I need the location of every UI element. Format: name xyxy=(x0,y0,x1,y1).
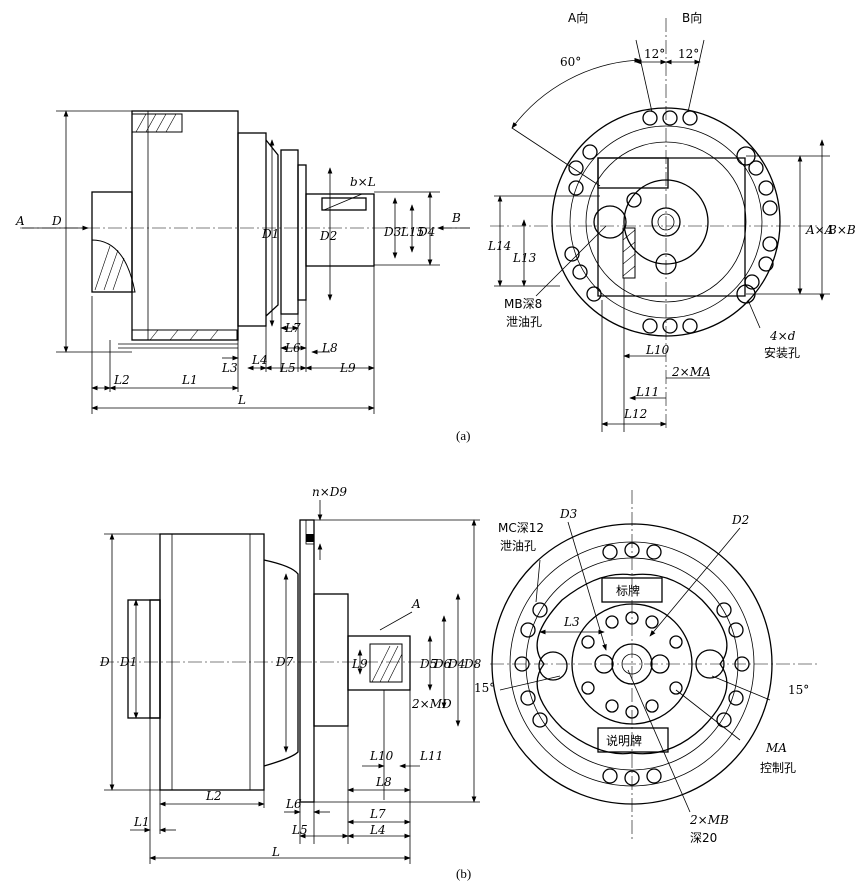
angle-15-right: 15° xyxy=(788,683,809,697)
mc-depth-note: MC深12 xyxy=(498,521,544,535)
drain-hole-note-a: 泄油孔 xyxy=(506,315,542,329)
dim-D3-b: D3 xyxy=(559,507,578,521)
dim-L6-a: L6 xyxy=(284,341,301,355)
dim-L1-b: L1 xyxy=(133,815,150,829)
dim-BxB: B×B xyxy=(827,223,856,237)
dim-D7-b: D7 xyxy=(275,655,294,669)
md-count-note: 2×MD xyxy=(411,697,452,711)
dim-D: D xyxy=(51,214,62,228)
angle-12-left: 12° xyxy=(644,47,665,61)
dim-D4-a: D4 xyxy=(417,225,435,239)
angle-12-right: 12° xyxy=(678,47,699,61)
angle-60: 60° xyxy=(560,55,581,69)
dim-L14-a: L14 xyxy=(487,239,511,253)
mount-hole-note: 安装孔 xyxy=(764,345,800,360)
dim-L7-b: L7 xyxy=(369,807,386,821)
key-label: b×L xyxy=(350,175,376,189)
view-a-title: A向 xyxy=(568,10,588,25)
dim-L4-b: L4 xyxy=(369,823,386,837)
label-A-b: A xyxy=(411,597,421,611)
figure-a-end-view xyxy=(490,18,830,432)
dim-L5-b: L5 xyxy=(291,823,308,837)
caption-b: (b) xyxy=(456,866,471,881)
drain-hole-note-b: 泄油孔 xyxy=(500,539,536,553)
dim-L6-b: L6 xyxy=(285,797,302,811)
dim-D8-b: D8 xyxy=(463,657,482,671)
bolt-holes-b-inner xyxy=(581,611,683,719)
dim-L7-a: L7 xyxy=(284,321,301,335)
dim-L10-b: L10 xyxy=(369,749,394,763)
manual-plate: 说明牌 xyxy=(606,733,642,748)
dim-D4-b: D4 xyxy=(447,657,465,671)
dim-D2-b: D2 xyxy=(731,513,749,527)
figure-b-end-view xyxy=(490,490,820,840)
dim-L9-b: L9 xyxy=(351,657,368,671)
dim-L11-a: L11 xyxy=(635,385,659,399)
dim-nD9: n×D9 xyxy=(312,485,347,499)
ma-label: MA xyxy=(765,741,787,755)
dim-AxA: A×A xyxy=(805,223,834,237)
dim-L2-a: L2 xyxy=(113,373,130,387)
dim-L3-a: L3 xyxy=(221,361,238,375)
mount-count-note: 4×d xyxy=(769,329,796,343)
dim-L13-a: L13 xyxy=(512,251,537,265)
dim-L11-b: L11 xyxy=(419,749,443,763)
mb-count-note: 2×MB xyxy=(689,813,729,827)
dim-D1-b: D1 xyxy=(119,655,137,669)
caption-a: (a) xyxy=(456,428,470,443)
dim-L-b: L xyxy=(271,845,280,859)
depth20-note: 深20 xyxy=(690,831,717,845)
dim-L2-b: L2 xyxy=(205,789,222,803)
dim-D1-a: D1 xyxy=(261,227,279,241)
arrow-b-label: B xyxy=(451,211,461,225)
dim-L3-b: L3 xyxy=(563,615,580,629)
dim-L-a: L xyxy=(237,393,246,407)
mb-depth-note: MB深8 xyxy=(504,297,542,311)
view-b-title: B向 xyxy=(682,10,702,25)
dim-D-b: D xyxy=(99,655,110,669)
angle-15-left: 15° xyxy=(474,681,495,695)
dim-D2-a: D2 xyxy=(319,229,337,243)
dim-L12-a: L12 xyxy=(623,407,647,421)
dim-L4-a: L4 xyxy=(251,353,268,367)
figure-b-side-view xyxy=(100,500,480,864)
dim-D5-b: D5 xyxy=(419,657,437,671)
dim-L5-a: L5 xyxy=(279,361,296,375)
figure-a-side-view xyxy=(20,110,470,414)
dim-D6-b: D6 xyxy=(433,657,452,671)
nameplate: 标牌 xyxy=(616,584,640,598)
bolt-holes-a xyxy=(564,110,778,334)
arrow-a-label: A xyxy=(15,214,25,228)
ma-count-note: 2×MA xyxy=(671,365,711,379)
dim-L8-a: L8 xyxy=(321,341,338,355)
dim-L10-a: L10 xyxy=(645,343,670,357)
dim-L1-a: L1 xyxy=(181,373,198,387)
dim-L8-b: L8 xyxy=(375,775,392,789)
dim-D3-a: D3 xyxy=(383,225,402,239)
dim-L15-a: L15 xyxy=(400,225,424,239)
control-hole-note: 控制孔 xyxy=(760,761,796,775)
dim-L9-a: L9 xyxy=(339,361,356,375)
